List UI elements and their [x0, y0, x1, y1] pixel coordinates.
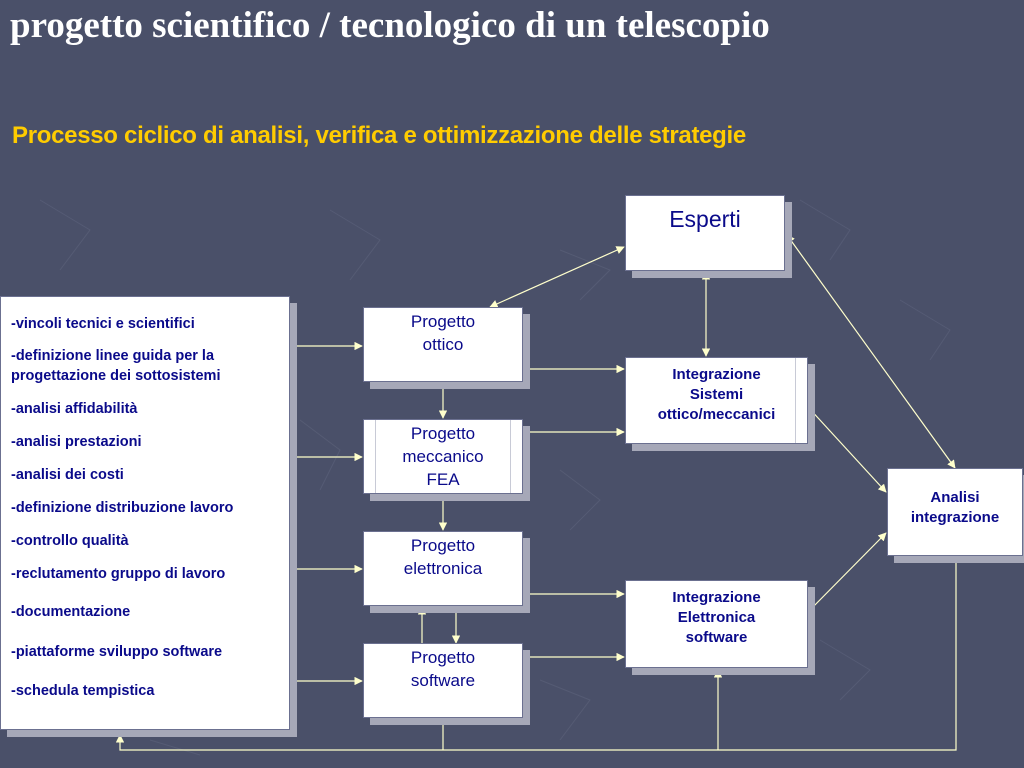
node-label: Progetto ottico — [410, 312, 476, 354]
slide-title: progetto scientifico / tecnologico di un… — [10, 5, 770, 46]
list-item: -reclutamento gruppo di lavoro — [11, 566, 226, 582]
list-item: -controllo qualità — [11, 533, 129, 549]
node-progetto-ottico: Progetto ottico — [363, 307, 523, 382]
node-label: Progetto software — [410, 648, 476, 690]
list-item: -analisi dei costi — [11, 467, 124, 483]
list-item: -definizione distribuzione lavoro — [11, 500, 234, 516]
node-analisi-integrazione: Analisi integrazione — [887, 468, 1023, 556]
node-label: Esperti — [669, 206, 741, 232]
node-label: Integrazione Sistemi ottico/meccanici — [657, 366, 776, 423]
list-item: -definizione linee guida per la progetta… — [11, 348, 221, 384]
node-esperti: Esperti — [625, 195, 785, 271]
slide-subtitle: Processo ciclico di analisi, verifica e … — [12, 122, 746, 149]
list-item: -analisi prestazioni — [11, 434, 142, 450]
list-item: -piattaforme sviluppo software — [11, 644, 223, 660]
node-integrazione-elettronica: Integrazione Elettronica software — [625, 580, 808, 668]
node-label: Progetto elettronica — [403, 536, 483, 578]
requirements-list: -vincoli tecnici e scientifici -definizi… — [0, 296, 290, 730]
node-label: Integrazione Elettronica software — [672, 589, 761, 646]
list-item: -schedula tempistica — [11, 683, 155, 699]
list-item: -analisi affidabilità — [11, 401, 138, 417]
list-item: -vincoli tecnici e scientifici — [11, 316, 195, 332]
node-progetto-elettronica: Progetto elettronica — [363, 531, 523, 606]
node-label: Progetto meccanico FEA — [402, 424, 484, 489]
list-item: -documentazione — [11, 604, 131, 620]
node-progetto-software: Progetto software — [363, 643, 523, 718]
node-label: Analisi integrazione — [910, 489, 1000, 526]
node-integrazione-sistemi: Integrazione Sistemi ottico/meccanici — [625, 357, 808, 444]
node-progetto-meccanico: Progetto meccanico FEA — [363, 419, 523, 494]
